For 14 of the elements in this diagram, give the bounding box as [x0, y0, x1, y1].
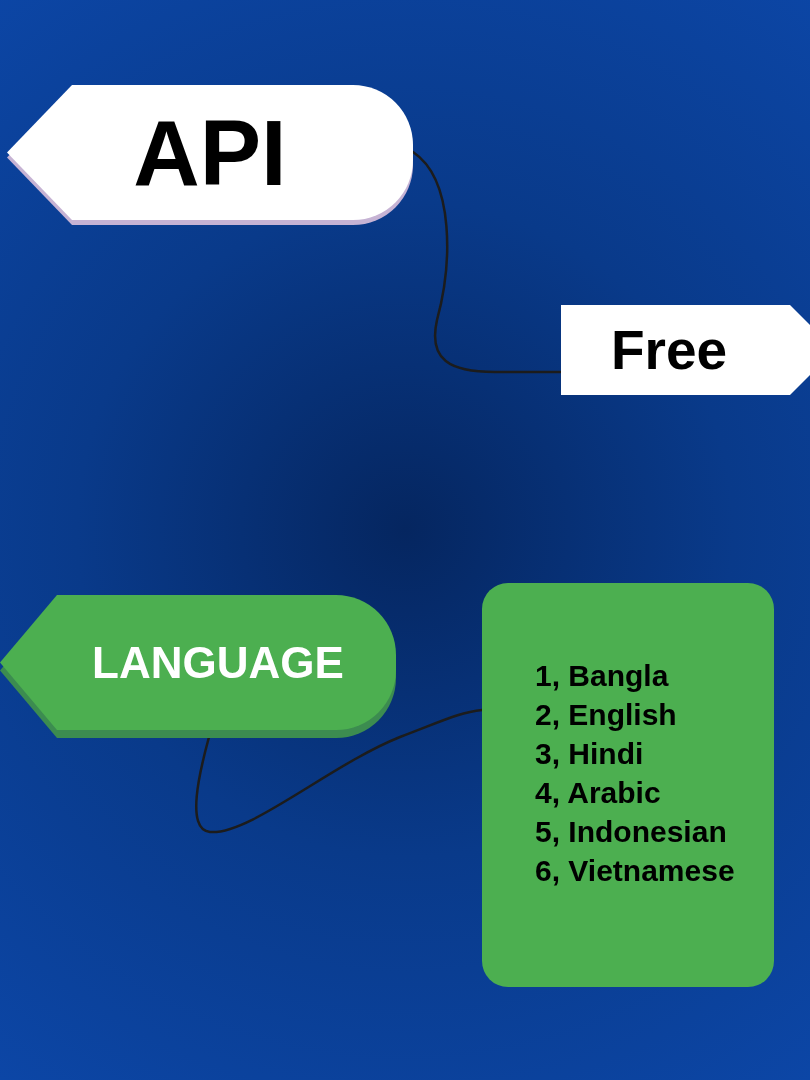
list-item: 3, Hindi	[535, 736, 644, 772]
right-pointing-tag	[561, 305, 810, 395]
connector-line	[195, 708, 484, 834]
left-pointing-tag	[7, 85, 413, 225]
tag-text: API	[133, 106, 287, 199]
tag-text: LANGUAGE	[92, 640, 344, 685]
tag-text: Free	[611, 322, 728, 378]
list-item: 5, Indonesian	[535, 814, 727, 850]
list-item: 2, English	[535, 697, 677, 733]
list-card	[482, 583, 774, 987]
left-pointing-tag	[0, 595, 396, 738]
list-item: 6, Vietnamese	[535, 853, 735, 889]
list-item: 1, Bangla	[535, 658, 669, 694]
list-item: 4, Arabic	[535, 775, 661, 811]
